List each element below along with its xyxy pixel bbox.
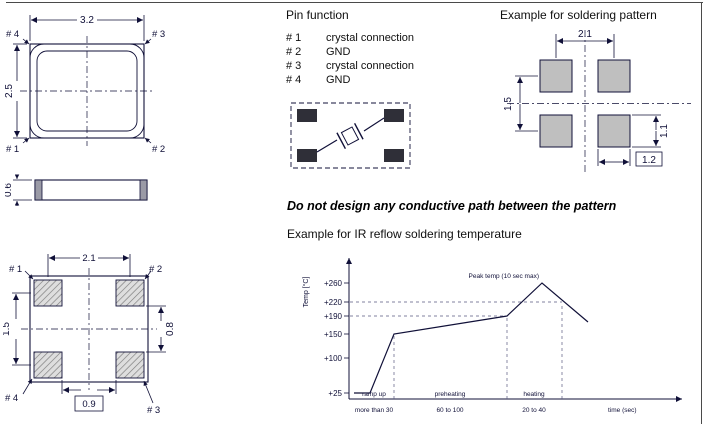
ytick-100: +100 — [324, 354, 343, 363]
pattern-pads — [539, 59, 631, 148]
chart-axes — [346, 258, 682, 402]
bottom-view-height-dim: 1.5 — [3, 322, 12, 336]
table-border-top — [6, 2, 703, 3]
package-top-view-drawing: 3.2 2.5 # 4 # 3 # 1 # 2 — [5, 15, 165, 155]
pattern-pitch-y-dim: 1.5 — [503, 97, 514, 111]
ytick-190: +190 — [324, 312, 343, 321]
pin-number: # 2 — [286, 46, 302, 58]
top-view-pin4-label: # 4 — [6, 29, 19, 40]
pattern-centerlines — [507, 30, 691, 172]
bottom-view-pin4-label: # 4 — [5, 393, 18, 404]
top-view-width-dim: 3.2 — [80, 15, 94, 26]
ytick-25: +25 — [328, 389, 342, 398]
ytick-150: +150 — [324, 330, 343, 339]
conductive-path-warning: Do not design any conductive path betwee… — [287, 199, 617, 213]
pin-function-label: crystal connection — [326, 32, 415, 44]
bottom-view-dimension-lines — [12, 254, 166, 412]
bottom-view-gap-right-dim: 0.8 — [165, 322, 176, 336]
package-side-view-drawing: 0.6 — [5, 174, 148, 206]
bottom-view-pin3-label: # 3 — [147, 405, 160, 416]
table-border-right — [701, 2, 702, 424]
pattern-pad-width-dim: 1.2 — [642, 155, 656, 166]
mounting-diagram — [290, 102, 411, 169]
pattern-pitch-x-dim: 2.1 — [578, 29, 592, 40]
chart-guide-lines — [350, 301, 563, 399]
soldering-pattern-title: Example for soldering pattern — [500, 8, 657, 22]
pin-function-table: # 1 crystal connection # 2 GND # 3 cryst… — [286, 31, 486, 87]
chart-x-axis-label: time (sec) — [608, 407, 637, 414]
bottom-view-gap-bottom-dim: 0.9 — [82, 399, 95, 410]
pattern-pad-height-dim: 1.1 — [659, 124, 670, 138]
pin-function-label: GND — [326, 46, 351, 58]
mounting-diagram-pads — [297, 109, 404, 162]
reflow-chart: Temp [°C] +260 +220 +190 +150 +100 +25 P… — [302, 258, 682, 414]
top-view-height-dim: 2.5 — [5, 84, 15, 98]
region-preheating-duration: 60 to 100 — [436, 407, 463, 414]
top-view-pin3-label: # 3 — [152, 29, 165, 40]
pin-function-label: GND — [326, 74, 351, 86]
package-bottom-view-drawing: 2.1 # 1 # 2 1.5 0.8 0.9 # 4 # 3 — [3, 253, 176, 416]
side-view-height-dim: 0.6 — [5, 183, 14, 197]
pin-function-title: Pin function — [286, 8, 349, 22]
side-view-outline — [34, 179, 148, 201]
top-view-centerlines — [20, 36, 155, 146]
bottom-view-pin1-label: # 1 — [9, 264, 22, 275]
pattern-dimension-lines — [515, 34, 663, 167]
bottom-view-width-dim: 2.1 — [82, 253, 95, 264]
region-preheating-label: preheating — [435, 391, 466, 398]
reflow-section-title: Example for IR reflow soldering temperat… — [287, 227, 522, 241]
pin-number: # 1 — [286, 32, 302, 44]
side-view-dimension-lines — [13, 174, 32, 206]
pin-number: # 3 — [286, 60, 302, 72]
soldering-pattern-section: Example for soldering pattern — [495, 8, 704, 178]
soldering-pattern-drawing: 2.1 1.5 1.1 1.2 — [503, 29, 691, 172]
pin-function-label: crystal connection — [326, 60, 415, 72]
bottom-view-pads — [33, 279, 145, 379]
mounting-diagram-border — [290, 102, 411, 169]
bottom-view-centerlines — [21, 268, 157, 390]
region-ramp-up-duration: more than 30 — [355, 407, 394, 414]
region-heating-duration: 20 to 40 — [522, 407, 546, 414]
top-view-pin2-label: # 2 — [152, 144, 165, 155]
pin-function-section: Pin function # 1 crystal connection # 2 … — [286, 8, 486, 170]
ytick-220: +220 — [324, 298, 343, 307]
top-view-pin1-label: # 1 — [6, 144, 19, 155]
region-ramp-up-label: ramp up — [362, 391, 386, 398]
ytick-260: +260 — [324, 279, 343, 288]
crystal-symbol — [316, 117, 385, 153]
peak-temp-annotation: Peak temp (10 sec max) — [469, 273, 539, 280]
chart-y-axis-label: Temp [°C] — [302, 277, 310, 308]
bottom-view-pin2-label: # 2 — [149, 264, 162, 275]
chart-tick-marks — [344, 282, 349, 394]
temperature-profile-line — [354, 282, 589, 394]
top-view-dimension-lines — [13, 15, 152, 144]
pin-number: # 4 — [286, 74, 302, 86]
region-heating-label: heating — [523, 391, 545, 398]
